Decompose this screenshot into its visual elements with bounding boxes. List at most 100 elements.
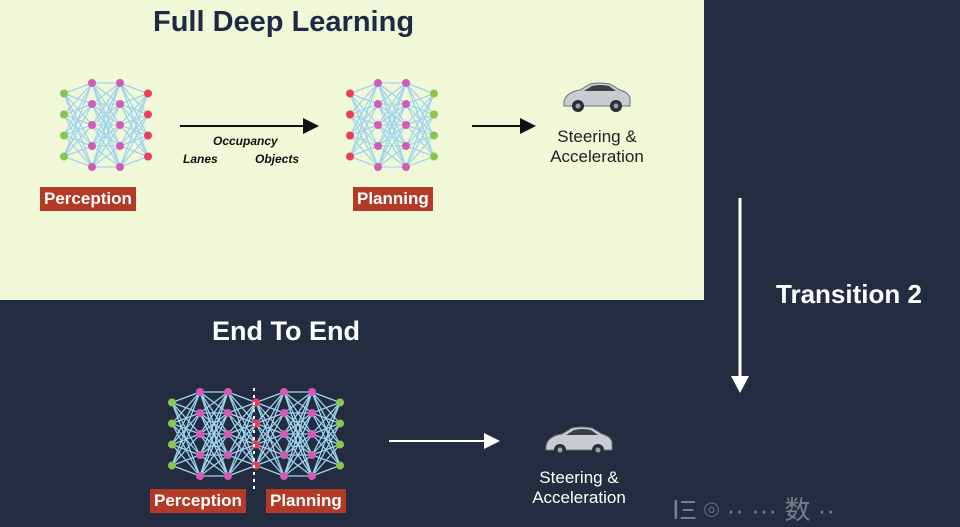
- planning-network-icon: [346, 79, 438, 171]
- network-edge: [311, 402, 341, 456]
- network-node: [60, 89, 68, 98]
- arrow-down-icon: [731, 198, 749, 393]
- network-node: [88, 100, 96, 108]
- network-node: [144, 110, 152, 119]
- network-edge: [119, 93, 149, 126]
- network-edge: [349, 82, 379, 115]
- network-edge: [199, 391, 229, 435]
- diagram-canvas: [60, 79, 749, 490]
- network-node: [196, 409, 204, 417]
- network-edge: [119, 82, 149, 95]
- network-node: [374, 121, 382, 129]
- network-edge: [119, 135, 149, 168]
- network-edge: [405, 93, 435, 147]
- network-node: [346, 131, 354, 140]
- network-edge: [227, 402, 257, 456]
- perception-network-icon: [60, 79, 152, 171]
- network-edge: [171, 464, 201, 477]
- network-node: [280, 472, 288, 480]
- network-edge: [255, 391, 285, 424]
- bottom-section-title: End To End: [212, 316, 360, 346]
- objects-label: Objects: [255, 152, 300, 166]
- network-node: [116, 142, 124, 150]
- network-edge: [171, 433, 201, 466]
- car-icon: [545, 426, 613, 456]
- network-edge: [377, 124, 407, 168]
- network-edge: [349, 82, 379, 136]
- network-edge: [349, 82, 379, 95]
- network-edge: [377, 82, 407, 126]
- network-edge: [91, 145, 121, 168]
- output-line-1: Steering &: [557, 127, 637, 146]
- network-node: [224, 409, 232, 417]
- network-node: [60, 152, 68, 161]
- network-edge: [349, 145, 379, 158]
- network-node: [144, 89, 152, 98]
- network-edge: [199, 412, 229, 477]
- top-output-text: Steering & Acceleration: [540, 127, 654, 167]
- network-node: [374, 163, 382, 171]
- network-edge: [405, 82, 435, 95]
- network-edge: [283, 391, 313, 477]
- network-edge: [227, 464, 257, 477]
- network-edge: [119, 155, 149, 168]
- network-node: [308, 472, 316, 480]
- network-node: [144, 152, 152, 161]
- network-node: [116, 100, 124, 108]
- network-node: [346, 110, 354, 119]
- network-edge: [377, 103, 407, 168]
- network-edge: [199, 391, 229, 477]
- car-icon: [563, 82, 631, 112]
- network-edge: [377, 82, 407, 105]
- network-edge: [63, 155, 93, 168]
- network-edge: [255, 412, 285, 466]
- network-edge: [349, 103, 379, 157]
- network-node: [430, 110, 438, 119]
- network-edge: [119, 93, 149, 168]
- network-node: [88, 121, 96, 129]
- network-node: [374, 100, 382, 108]
- network-edge: [171, 391, 201, 466]
- network-edge: [283, 391, 313, 414]
- network-edge: [255, 391, 285, 466]
- planning-label: Planning: [266, 489, 346, 513]
- network-node: [346, 152, 354, 161]
- occupancy-label: Occupancy: [213, 134, 278, 148]
- network-node: [224, 451, 232, 459]
- network-node: [116, 121, 124, 129]
- network-node: [88, 79, 96, 87]
- network-edge: [405, 135, 435, 168]
- network-node: [308, 388, 316, 396]
- network-edge: [227, 423, 257, 477]
- network-node: [308, 451, 316, 459]
- network-edge: [171, 412, 201, 466]
- network-edge: [119, 93, 149, 147]
- network-edge: [63, 124, 93, 157]
- network-edge: [227, 401, 257, 414]
- network-node: [60, 110, 68, 119]
- network-node: [308, 409, 316, 417]
- network-node: [196, 388, 204, 396]
- network-edge: [283, 391, 313, 456]
- network-edge: [227, 391, 257, 404]
- network-node: [402, 121, 410, 129]
- top-section-title: Full Deep Learning: [153, 6, 415, 38]
- network-node: [346, 89, 354, 98]
- network-node: [336, 419, 344, 428]
- network-node: [336, 461, 344, 470]
- network-node: [308, 430, 316, 438]
- network-node: [280, 388, 288, 396]
- watermark: ⅠΞ ⌾ ·· ··· 数 ··: [672, 495, 835, 525]
- network-edge: [283, 454, 313, 477]
- network-node: [430, 131, 438, 140]
- network-node: [60, 131, 68, 140]
- network-edge: [405, 93, 435, 126]
- network-node: [224, 388, 232, 396]
- network-node: [196, 430, 204, 438]
- network-edge: [63, 82, 93, 115]
- network-node: [402, 100, 410, 108]
- network-edge: [377, 82, 407, 147]
- network-node: [168, 419, 176, 428]
- network-edge: [171, 391, 201, 404]
- perception-label: Perception: [40, 187, 136, 211]
